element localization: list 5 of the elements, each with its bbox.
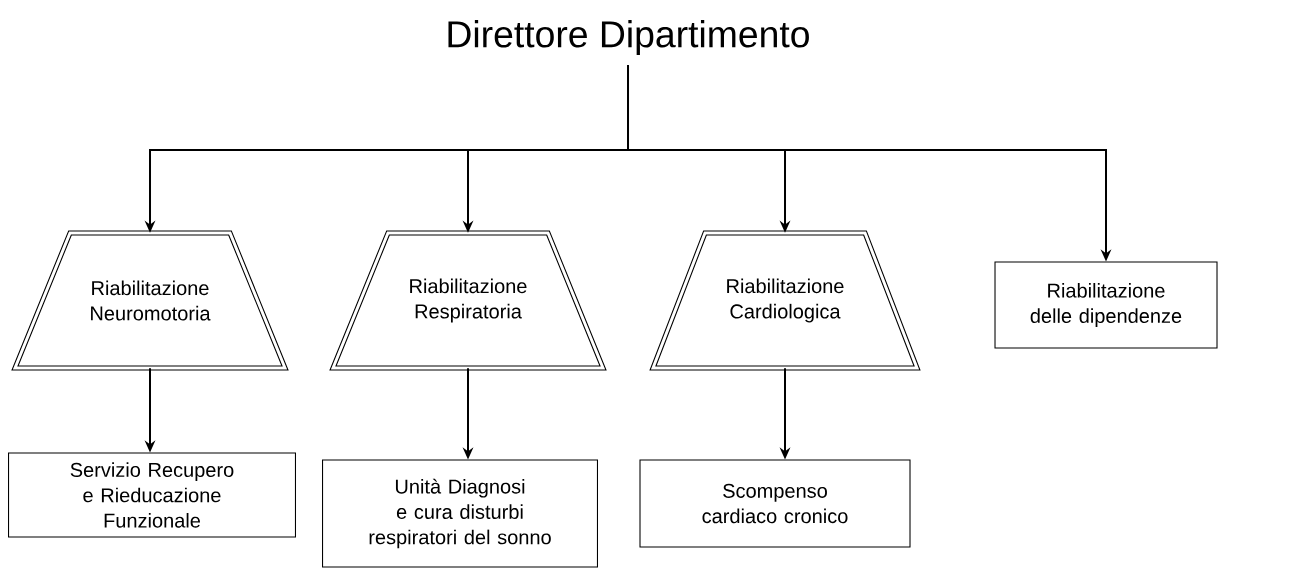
- process-box: Scompenso cardiaco cronico: [639, 459, 911, 548]
- process-box: Riabilitazione delle dipendenze: [994, 261, 1218, 349]
- title: Direttore Dipartimento: [448, 20, 809, 55]
- process-box: Servizio Recupero e Rieducazione Funzionale: [8, 452, 296, 538]
- process-box: Unità Diagnosi e cura disturbi respiratori del sonno: [322, 459, 598, 568]
